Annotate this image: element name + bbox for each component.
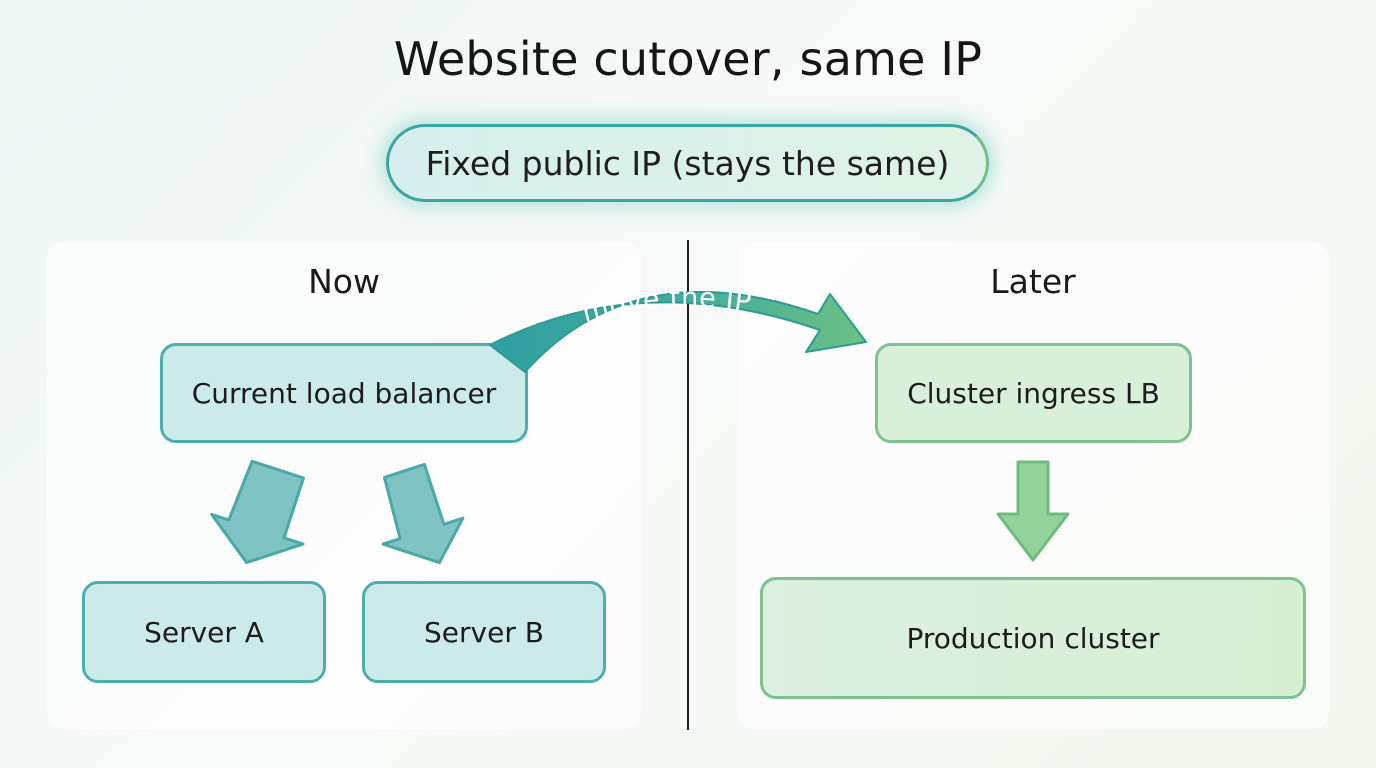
production-cluster-label: Production cluster bbox=[906, 621, 1160, 655]
server-b-box: Server B bbox=[362, 581, 606, 683]
later-heading: Later bbox=[990, 262, 1076, 301]
cluster-ingress-lb-box: Cluster ingress LB bbox=[875, 343, 1192, 443]
current-load-balancer-label: Current load balancer bbox=[191, 376, 497, 410]
now-heading: Now bbox=[308, 262, 380, 301]
panel-divider bbox=[687, 240, 689, 730]
server-a-label: Server A bbox=[144, 615, 264, 649]
server-a-box: Server A bbox=[82, 581, 326, 683]
current-load-balancer-box: Current load balancer bbox=[160, 343, 528, 443]
fixed-public-ip-pill: Fixed public IP (stays the same) bbox=[386, 124, 989, 202]
fixed-public-ip-label: Fixed public IP (stays the same) bbox=[425, 143, 950, 183]
production-cluster-box: Production cluster bbox=[760, 577, 1306, 699]
server-b-label: Server B bbox=[424, 615, 544, 649]
cluster-ingress-lb-label: Cluster ingress LB bbox=[907, 376, 1160, 410]
diagram-title: Website cutover, same IP bbox=[393, 32, 983, 86]
